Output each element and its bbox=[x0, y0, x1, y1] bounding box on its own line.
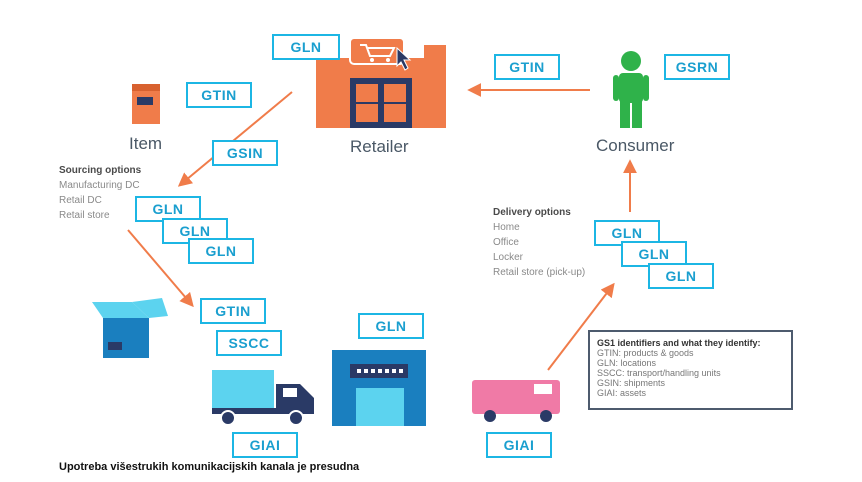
van-giai-tag: GIAI bbox=[486, 432, 552, 458]
consumer-person-icon bbox=[613, 51, 649, 128]
sourcing-gln-tag-1: GLN bbox=[135, 196, 201, 222]
delivery-gln-tag-3: GLN bbox=[648, 263, 714, 289]
item-label: Item bbox=[129, 134, 163, 153]
sourcing-option: Retail store bbox=[59, 210, 110, 221]
consumer-gsrn-tag: GSRN bbox=[664, 54, 730, 80]
legend-line: GTIN: products & goods bbox=[597, 348, 694, 358]
legend-title: GS1 identifiers and what they identify: bbox=[597, 338, 761, 348]
retailer-gln-tag: GLN bbox=[272, 34, 340, 60]
legend-line: GLN: locations bbox=[597, 358, 657, 368]
retailer-label: Retailer bbox=[350, 137, 409, 156]
truck-giai-tag: GIAI bbox=[232, 432, 298, 458]
sourcing-options-title: Sourcing options bbox=[59, 165, 142, 176]
cursor-icon bbox=[396, 46, 412, 71]
warehouse-gln-tag: GLN bbox=[358, 313, 424, 339]
open-box-icon bbox=[92, 298, 168, 358]
arrow-van-to-delivery bbox=[547, 282, 615, 371]
arrow-retailer-to-sourcing bbox=[177, 91, 293, 187]
arrow-sourcing-to-shipment bbox=[127, 229, 194, 308]
item-gtin-tag: GTIN bbox=[186, 82, 252, 108]
legend-line: GIAI: assets bbox=[597, 388, 647, 398]
warehouse-icon bbox=[332, 350, 426, 426]
sourcing-option: Retail DC bbox=[59, 195, 102, 206]
delivery-options-title: Delivery options bbox=[493, 207, 571, 218]
delivery-option: Locker bbox=[493, 252, 524, 263]
legend-line: GSIN: shipments bbox=[597, 378, 666, 388]
legend-line: SSCC: transport/handling units bbox=[597, 368, 721, 378]
item-box-icon bbox=[132, 84, 160, 124]
shopping-cart-icon bbox=[349, 37, 405, 65]
consumer-gtin-tag: GTIN bbox=[494, 54, 560, 80]
sourcing-gln-tag-3: GLN bbox=[188, 238, 254, 264]
shipment-gtin-tag: GTIN bbox=[200, 298, 266, 324]
consumer-label: Consumer bbox=[596, 136, 675, 155]
figure-caption: Upotreba višestrukih komunikacijskih kan… bbox=[59, 461, 360, 473]
delivery-option: Home bbox=[493, 222, 520, 233]
shipment-sscc-tag: SSCC bbox=[216, 330, 282, 356]
delivery-option: Retail store (pick-up) bbox=[493, 267, 586, 278]
gsin-tag: GSIN bbox=[212, 140, 278, 166]
sourcing-option: Manufacturing DC bbox=[59, 180, 140, 191]
delivery-option: Office bbox=[493, 237, 519, 248]
sourcing-gln-tag-2: GLN bbox=[162, 218, 228, 244]
delivery-van-icon bbox=[472, 380, 560, 422]
truck-icon bbox=[212, 370, 314, 426]
identifier-legend: GS1 identifiers and what they identify: … bbox=[588, 330, 793, 410]
